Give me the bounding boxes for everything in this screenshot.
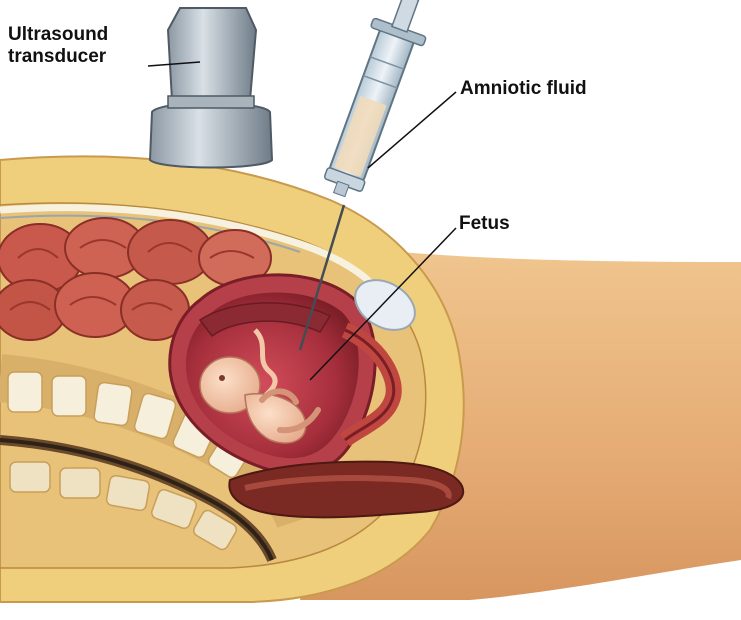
label-fetus: Fetus: [459, 213, 510, 235]
label-amniotic-fluid: Amniotic fluid: [460, 78, 587, 100]
ultrasound-transducer: [150, 8, 272, 168]
label-ultrasound-transducer: Ultrasound transducer: [8, 24, 148, 68]
label-transducer-line2: transducer: [8, 46, 148, 68]
rectum: [229, 462, 463, 518]
label-transducer-line1: Ultrasound: [8, 24, 148, 46]
